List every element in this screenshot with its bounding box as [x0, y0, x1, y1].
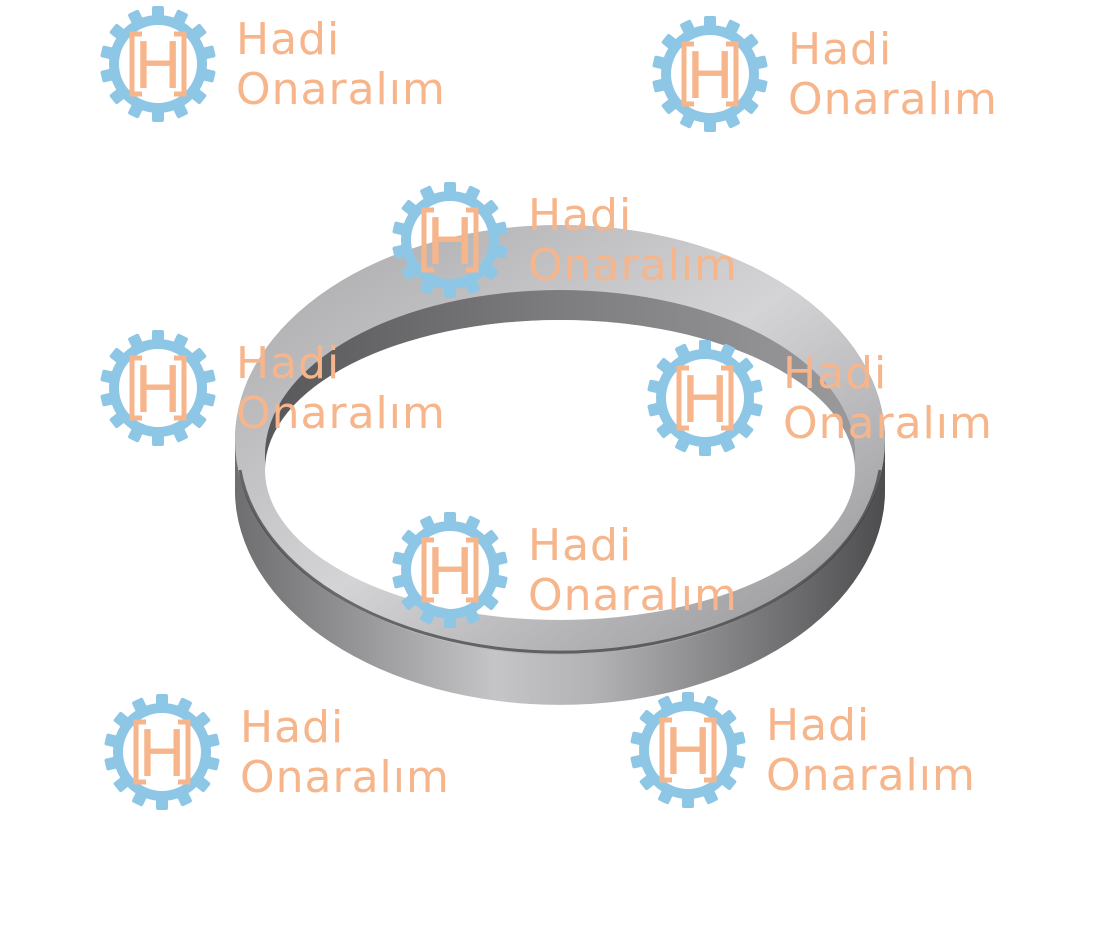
gear-ring — [109, 339, 207, 437]
logo-letter: H — [681, 364, 729, 438]
gear-logo-icon: H — [392, 512, 508, 628]
logo-letter: H — [664, 716, 712, 790]
gear-ring — [113, 703, 211, 801]
watermark-brand-line1: Hadi — [783, 348, 888, 399]
gear-logo-icon: H — [100, 6, 216, 122]
logo-letter: H — [426, 206, 474, 280]
logo-letter: H — [138, 718, 186, 792]
watermark-brand-line1: Hadi — [766, 700, 871, 751]
watermark-brand-line2: Onaralım — [236, 64, 446, 115]
logo-brackets — [681, 41, 739, 107]
gear-logo-icon: H — [100, 330, 216, 446]
logo-brackets — [421, 207, 479, 273]
watermark-brand-line1: Hadi — [240, 702, 345, 753]
watermark-brand-line2: Onaralım — [240, 752, 450, 803]
watermark: H Hadi Onaralım — [645, 338, 1025, 468]
watermark: H Hadi Onaralım — [390, 510, 770, 640]
watermark-brand-line2: Onaralım — [528, 570, 738, 621]
gear-ring — [639, 701, 737, 799]
logo-brackets — [421, 537, 479, 603]
gear-logo-icon: H — [647, 340, 763, 456]
logo-letter: H — [134, 354, 182, 428]
watermark: H Hadi Onaralım — [98, 328, 478, 458]
ring-inner-wall — [265, 290, 855, 470]
gear-ring — [401, 191, 499, 289]
watermark-brand-line2: Onaralım — [528, 240, 738, 291]
watermark: H Hadi Onaralım — [650, 14, 1030, 144]
watermark-brand-line2: Onaralım — [236, 388, 446, 439]
watermark-brand-line1: Hadi — [528, 190, 633, 241]
gear-logo-icon: H — [652, 16, 768, 132]
gear-ring — [109, 15, 207, 113]
watermark-brand-line2: Onaralım — [788, 74, 998, 125]
watermark-brand-line1: Hadi — [236, 14, 341, 65]
watermark: H Hadi Onaralım — [98, 4, 478, 134]
gear-ring — [661, 25, 759, 123]
logo-letter: H — [686, 40, 734, 114]
watermark-brand-line1: Hadi — [236, 338, 341, 389]
watermark: H Hadi Onaralım — [390, 180, 770, 310]
ring-chamfer-line — [238, 469, 882, 654]
logo-brackets — [659, 717, 717, 783]
logo-letter: H — [134, 30, 182, 104]
logo-brackets — [133, 719, 191, 785]
watermark-brand-line1: Hadi — [788, 24, 893, 75]
gear-ring — [656, 349, 754, 447]
gear-ring — [401, 521, 499, 619]
watermark-brand-line1: Hadi — [528, 520, 633, 571]
logo-brackets — [676, 365, 734, 431]
logo-brackets — [129, 355, 187, 421]
watermark-brand-line2: Onaralım — [766, 750, 976, 801]
watermark: H Hadi Onaralım — [628, 690, 1008, 820]
watermark-brand-line2: Onaralım — [783, 398, 993, 449]
logo-letter: H — [426, 536, 474, 610]
gear-logo-icon: H — [392, 182, 508, 298]
watermark: H Hadi Onaralım — [102, 692, 482, 822]
logo-brackets — [129, 31, 187, 97]
gear-logo-icon: H — [630, 692, 746, 808]
gear-logo-icon: H — [104, 694, 220, 810]
